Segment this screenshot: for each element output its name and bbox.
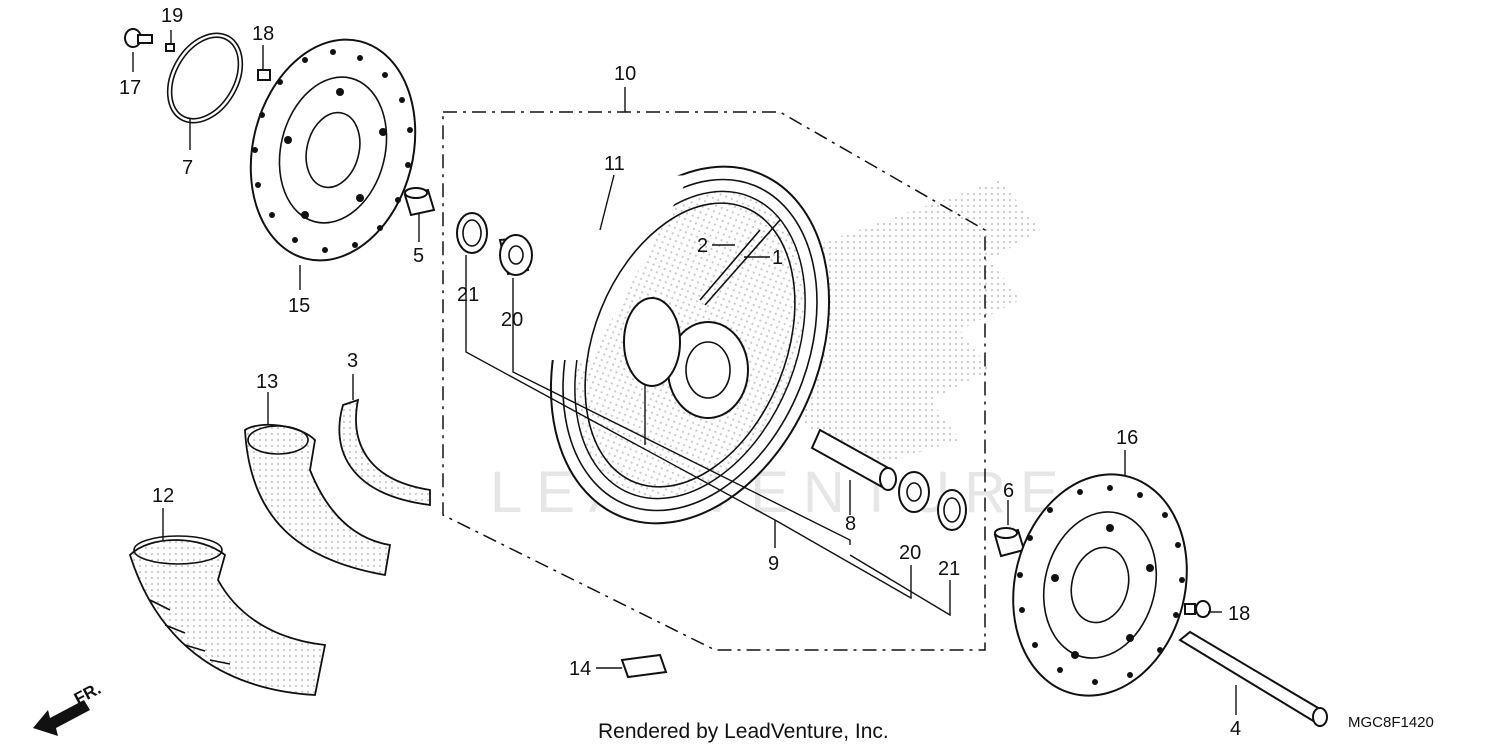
callout-6: 6 bbox=[1003, 480, 1014, 502]
callout-21-top: 21 bbox=[457, 284, 479, 306]
rim-band-3 bbox=[338, 398, 431, 507]
credit-text: Rendered by LeadVenture, Inc. bbox=[598, 720, 889, 743]
collar-6 bbox=[993, 527, 1026, 558]
callout-15: 15 bbox=[288, 295, 310, 317]
bolt-18-top bbox=[257, 69, 271, 81]
wing-logo-watermark bbox=[660, 180, 1040, 470]
bearing-20-bottom bbox=[898, 471, 930, 513]
tube-13 bbox=[244, 423, 392, 577]
callout-11: 11 bbox=[604, 153, 625, 175]
dust-seal-21-top bbox=[456, 212, 488, 254]
callout-20-bottom: 20 bbox=[899, 542, 921, 564]
tire-12 bbox=[128, 535, 327, 696]
bearing-20-top bbox=[498, 234, 533, 276]
front-axle-4 bbox=[1178, 630, 1328, 727]
brake-disc-left bbox=[249, 38, 417, 262]
callout-7: 7 bbox=[182, 157, 193, 179]
front-direction-arrow bbox=[33, 700, 90, 736]
callout-12: 12 bbox=[152, 485, 174, 507]
callout-1: 1 bbox=[772, 247, 783, 269]
callout-13: 13 bbox=[256, 371, 278, 393]
brake-disc-right bbox=[1012, 473, 1188, 697]
callout-19: 19 bbox=[161, 5, 183, 27]
front-direction-label: FR. bbox=[71, 679, 104, 709]
dust-seal-21-bottom bbox=[937, 489, 967, 531]
balance-weight-14 bbox=[620, 653, 668, 679]
leader-lines bbox=[132, 30, 1237, 715]
callout-8: 8 bbox=[845, 513, 856, 535]
callout-5: 5 bbox=[413, 245, 424, 267]
callout-9: 9 bbox=[768, 553, 779, 575]
callout-4: 4 bbox=[1230, 718, 1241, 740]
callout-21-bottom: 21 bbox=[938, 558, 960, 580]
callout-18-top: 18 bbox=[252, 23, 274, 45]
screw-19 bbox=[165, 43, 175, 52]
bolt-18-bottom bbox=[1184, 600, 1211, 618]
callout-18-bottom: 18 bbox=[1228, 603, 1250, 625]
distance-collar-8 bbox=[810, 428, 897, 491]
bolt-17 bbox=[124, 28, 153, 48]
callout-17: 17 bbox=[119, 77, 141, 99]
assembly-box bbox=[442, 111, 986, 651]
callout-14: 14 bbox=[569, 658, 591, 680]
callout-20-top: 20 bbox=[501, 309, 523, 331]
callout-10: 10 bbox=[614, 63, 636, 85]
wheel-rim bbox=[540, 165, 831, 525]
collar-5 bbox=[403, 187, 436, 217]
callout-3: 3 bbox=[347, 350, 358, 372]
callout-16: 16 bbox=[1116, 427, 1138, 449]
pulser-ring bbox=[166, 32, 244, 124]
callout-2: 2 bbox=[697, 235, 708, 257]
diagram-code: MGC8F1420 bbox=[1348, 714, 1434, 731]
